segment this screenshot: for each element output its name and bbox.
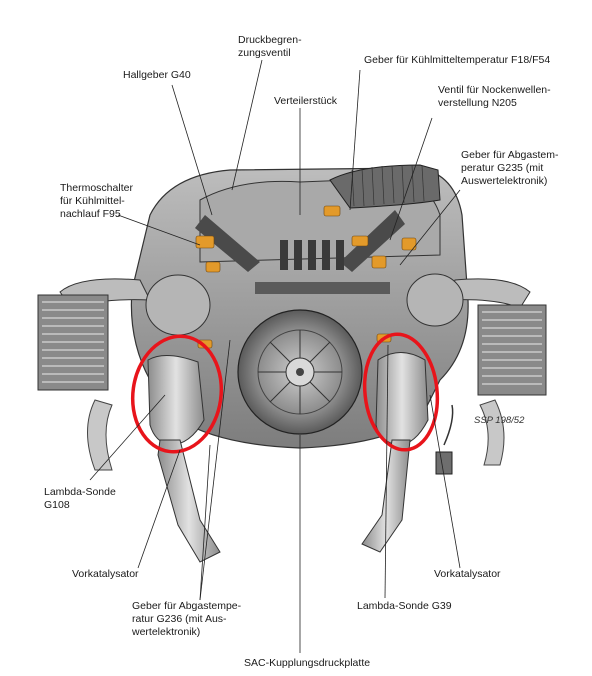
highlight-circle-left <box>130 334 224 454</box>
leader-lines <box>89 59 461 653</box>
pre-catalyst-left <box>147 355 205 446</box>
label-nockenwellen: Ventil für Nockenwellen- verstellung N20… <box>438 84 551 109</box>
pre-catalyst-right <box>375 352 429 446</box>
turbo-left <box>145 274 211 336</box>
cross-member <box>255 282 390 294</box>
label-kuehlmitteltemperatur: Geber für Kühlmitteltemperatur F18/F54 <box>364 54 551 66</box>
exhaust-pipe-left <box>157 439 221 563</box>
highlight-circle-right <box>362 332 440 452</box>
clutch-spokes <box>258 330 342 414</box>
intercooler-right <box>477 304 547 396</box>
plug-connector-right <box>435 451 453 475</box>
label-lambda-g39: Lambda-Sonde G39 <box>357 600 452 612</box>
figure-reference: SSP 198/52 <box>474 415 525 426</box>
fuel-rail <box>280 240 344 270</box>
label-thermoschalter: Thermoschalter für Kühlmittel- nachlauf … <box>60 182 133 220</box>
cam-cover-left <box>195 215 260 272</box>
sensor-connectors <box>195 205 417 349</box>
label-druckbegrenzungsventil: Druckbegren- zungsventil <box>238 34 302 59</box>
clutch-center <box>296 368 304 376</box>
label-hallgeber: Hallgeber G40 <box>123 69 191 81</box>
sensor-cable-right <box>443 404 454 446</box>
lower-tube-right <box>479 399 505 466</box>
lower-tube-left <box>87 399 113 471</box>
label-kupplung: SAC-Kupplungsdruckplatte <box>244 657 371 669</box>
intercooler-left-fins <box>42 301 104 383</box>
label-abgastemp-g235: Geber für Abgastem- peratur G235 (mit Au… <box>461 149 559 187</box>
intercooler-right-fins <box>482 311 542 385</box>
label-lambda-g108: Lambda-Sonde G108 <box>44 486 116 511</box>
label-vorkatalysator-left: Vorkatalysator <box>72 568 139 580</box>
turbo-right <box>406 273 464 327</box>
cam-cover-right <box>340 210 405 272</box>
label-verteilerstueck: Verteilerstück <box>274 95 338 107</box>
label-abgastemp-g236: Geber für Abgastempe- ratur G236 (mit Au… <box>132 600 242 638</box>
hose-ribs <box>351 164 425 207</box>
label-vorkatalysator-right: Vorkatalysator <box>434 568 501 580</box>
